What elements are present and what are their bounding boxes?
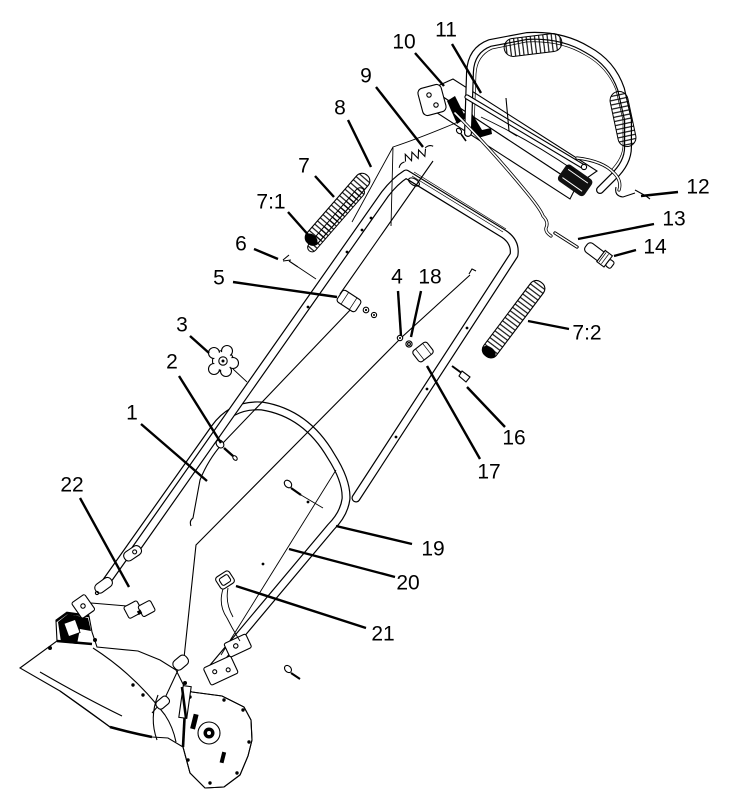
callout-14: 14 [613,236,667,259]
part-number-label: 7:2 [572,322,601,345]
part-number-label: 11 [435,19,457,42]
callout-2: 2 [166,351,223,444]
lower-handle [94,401,351,686]
bolt-upper [283,479,324,509]
leader-line [314,175,335,198]
part-number-label: 9 [360,65,372,88]
sleeve-21 [215,570,241,642]
pivot-pin [455,127,467,142]
leader-line [577,222,655,241]
leader-line [232,280,338,299]
part-number-label: 8 [334,97,346,120]
part-number-label: 6 [235,233,247,256]
nut-18 [405,340,413,348]
part-number-label: 20 [396,572,419,595]
callout-8: 8 [334,97,373,168]
leader-line [613,248,637,258]
leader-line [450,43,483,94]
part-number-label: 13 [662,208,685,231]
part-number-label: 3 [176,314,188,337]
part-number-label: 2 [166,351,178,374]
leader-line [140,423,208,482]
part-number-label: 7:1 [256,191,285,214]
callout-9: 9 [360,65,424,148]
leader-line [189,335,210,354]
trunnion-17 [412,341,434,363]
leader-line [287,211,312,239]
mower-deck [18,611,253,789]
leader-line [346,119,373,168]
leader-line [288,547,396,579]
callout-3: 3 [176,314,210,354]
part-number-label: 1 [126,402,138,425]
part-number-label: 16 [502,427,525,450]
callout-17: 17 [425,365,501,484]
callout-19: 19 [335,524,445,561]
handle-grip-7-2 [481,279,546,359]
callout-11: 11 [435,19,483,94]
callout-1: 1 [126,402,208,482]
callout-5: 5 [213,267,338,299]
lower-handle-cable [220,469,337,656]
leader-line [396,290,403,337]
clip-6 [282,254,317,280]
bail-handle-assembly [417,31,637,200]
part-number-label: 12 [686,176,709,199]
callout-6: 6 [235,233,279,261]
leader-line [466,386,506,428]
callout-7:1: 7:1 [256,191,312,239]
leader-line [414,52,445,87]
leader-line [335,524,413,546]
clamp-5 [336,289,378,319]
left-rail-cable [189,160,434,527]
callout-10: 10 [392,31,445,87]
callout-13: 13 [577,208,686,241]
part-number-label: 7 [298,155,310,178]
bolt-lower [283,664,301,680]
part-number-label: 5 [213,267,225,290]
callout-12: 12 [640,176,710,199]
leader-line [78,497,131,588]
leader-line [375,86,424,148]
bolt-2 [215,439,238,461]
leader-line [640,190,679,198]
leader-line [409,290,423,338]
part-number-label: 18 [418,266,441,289]
part-number-label: 4 [391,266,403,289]
callout-16: 16 [466,386,526,450]
cable-connector-14 [584,242,615,269]
small-parts [71,127,471,680]
callout-21: 21 [235,584,395,646]
spring-9 [398,145,434,168]
callout-22: 22 [60,474,131,588]
upper-handle [123,169,519,562]
cables [151,111,651,714]
part-number-label: 10 [392,31,415,54]
part-number-label: 22 [60,474,83,497]
handle-grip-7-1 [307,187,366,253]
cable-guide-wires [351,121,459,227]
callout-4: 4 [391,266,403,337]
part-number-label: 17 [477,461,500,484]
callout-7:2: 7:2 [527,319,602,345]
screw-16 [451,365,471,383]
leader-line [425,365,482,460]
callout-18: 18 [409,266,442,338]
leader-line [235,584,367,630]
leader-line [253,247,279,261]
callout-7: 7 [298,155,335,198]
cable-22 [71,594,156,619]
part-number-label: 21 [371,623,394,646]
leader-line [527,319,570,331]
part-number-label: 14 [643,236,667,259]
knob-3 [207,344,248,383]
callout-20: 20 [288,547,420,595]
part-number-label: 19 [421,538,444,561]
leader-line [177,375,223,444]
